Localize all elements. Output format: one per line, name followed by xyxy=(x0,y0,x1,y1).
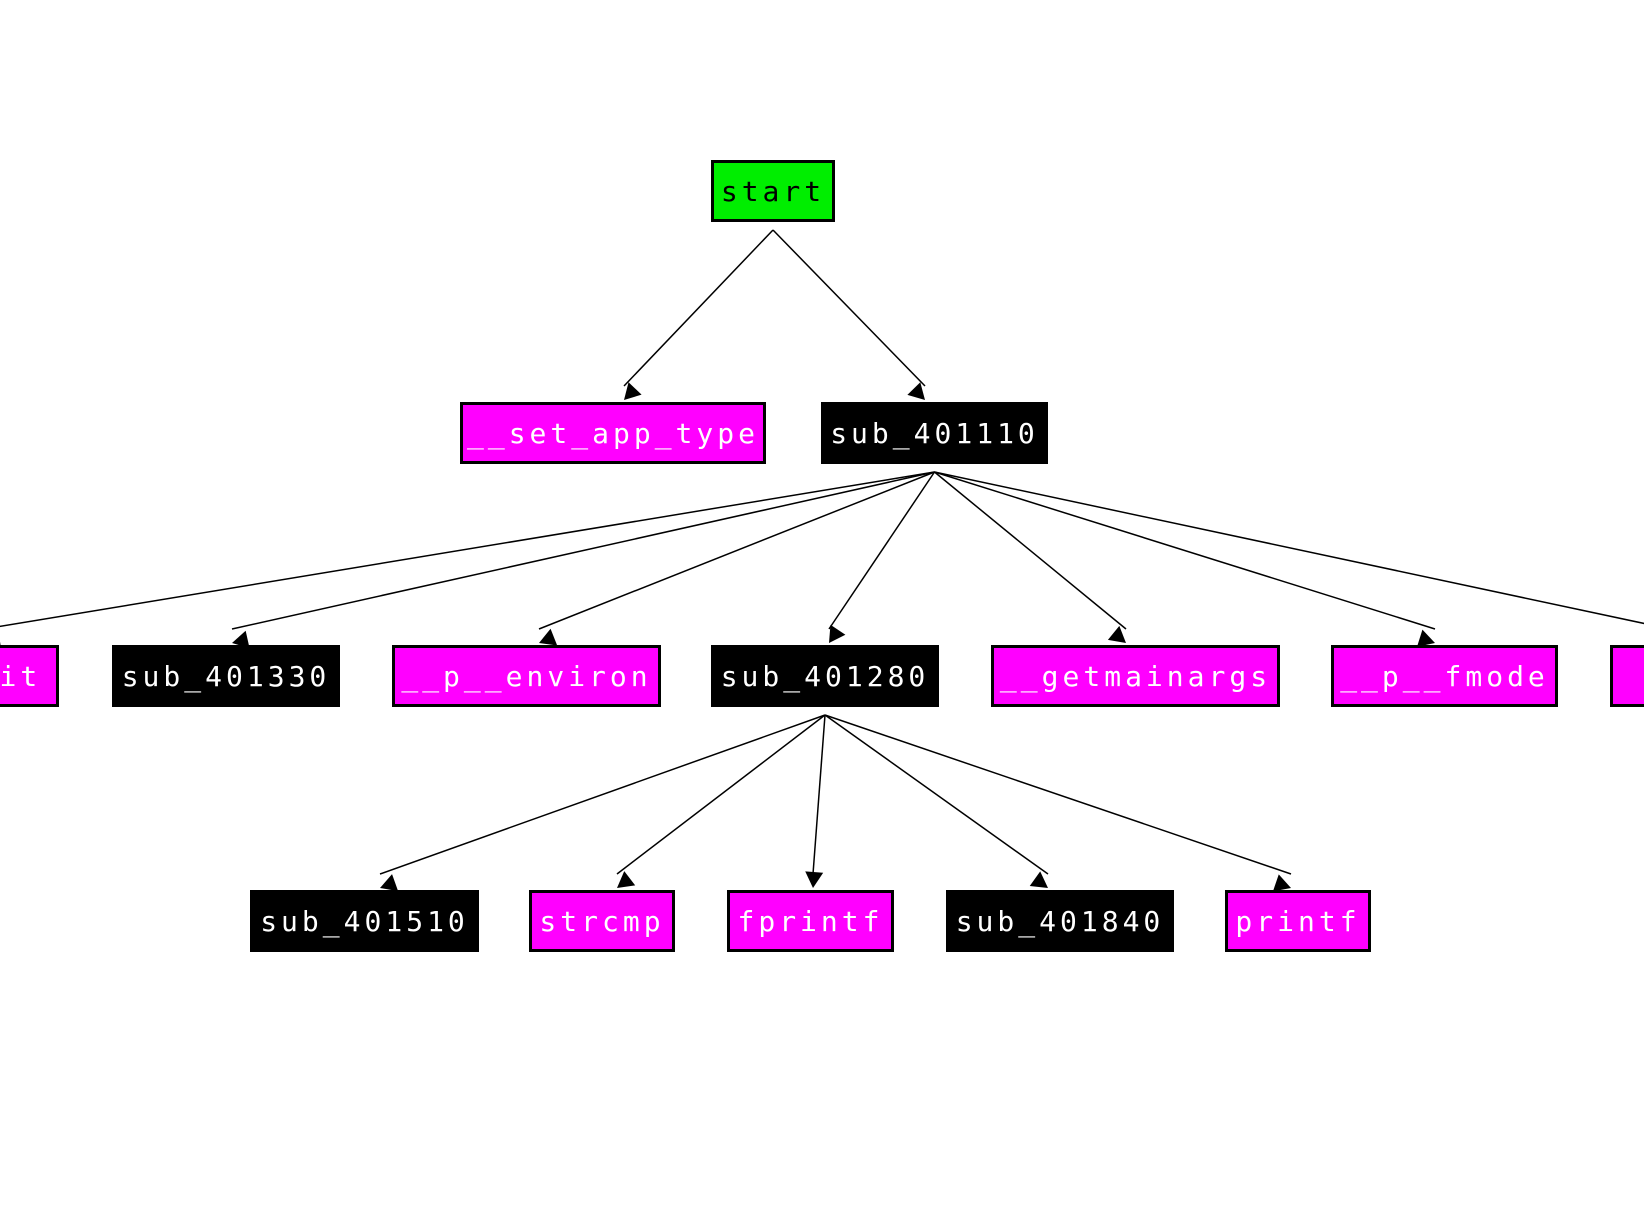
edge-sub_401110-getmainargs xyxy=(934,471,1127,630)
edge-sub_401110-exit xyxy=(0,471,935,628)
edge-sub_401280-strcmp xyxy=(616,714,826,875)
edge-sub_401280-sub_401510 xyxy=(379,714,826,875)
node-set-app-type[interactable]: __set_app_type xyxy=(460,402,766,464)
arrowhead-sub_401840 xyxy=(1029,871,1048,888)
edge-sub_401110-p_environ xyxy=(538,471,935,630)
arrowhead-fprintf xyxy=(805,871,824,888)
node-getmainargs[interactable]: __getmainargs xyxy=(991,645,1280,707)
edge-start-sub_401110 xyxy=(772,229,926,387)
node-sub-401840[interactable]: sub_401840 xyxy=(946,890,1174,952)
edge-sub_401110-sub_401330 xyxy=(231,471,935,630)
node-p-fmode[interactable]: __p__fmode xyxy=(1331,645,1558,707)
edge-sub_401110-set_unhandled xyxy=(934,471,1644,625)
edge-sub_401280-fprintf xyxy=(812,714,826,875)
edge-sub_401110-p_fmode xyxy=(934,471,1436,630)
arrowhead-printf xyxy=(1272,874,1291,892)
arrowhead-p_environ xyxy=(539,628,558,646)
node-sub-401510[interactable]: sub_401510 xyxy=(250,890,479,952)
arrowhead-sub_401330 xyxy=(232,630,250,649)
node-sub-401280[interactable]: sub_401280 xyxy=(711,645,939,707)
node-sub-401330[interactable]: sub_401330 xyxy=(112,645,340,707)
edge-sub_401110-sub_401280 xyxy=(828,471,936,630)
node-start[interactable]: start xyxy=(711,160,835,222)
arrowhead-sub_401110 xyxy=(907,382,925,400)
node-fprintf[interactable]: fprintf xyxy=(727,890,894,952)
arrowhead-strcmp xyxy=(617,871,636,888)
edge-start-set_app_type xyxy=(623,229,774,387)
node-printf[interactable]: printf xyxy=(1225,890,1371,952)
edge-sub_401280-sub_401840 xyxy=(824,714,1049,875)
node-exit[interactable]: exit xyxy=(0,645,59,707)
edge-sub_401280-printf xyxy=(824,714,1292,875)
arrowhead-sub_401280 xyxy=(829,624,846,643)
arrowhead-p_fmode xyxy=(1417,629,1435,647)
node-set-unhandled[interactable]: Se xyxy=(1610,645,1644,707)
node-sub-401110[interactable]: sub_401110 xyxy=(821,402,1048,464)
node-strcmp[interactable]: strcmp xyxy=(529,890,675,952)
arrowhead-getmainargs xyxy=(1107,625,1126,643)
arrowhead-set_app_type xyxy=(624,382,642,400)
node-p-environ[interactable]: __p__environ xyxy=(392,645,661,707)
arrowhead-sub_401510 xyxy=(380,874,399,892)
